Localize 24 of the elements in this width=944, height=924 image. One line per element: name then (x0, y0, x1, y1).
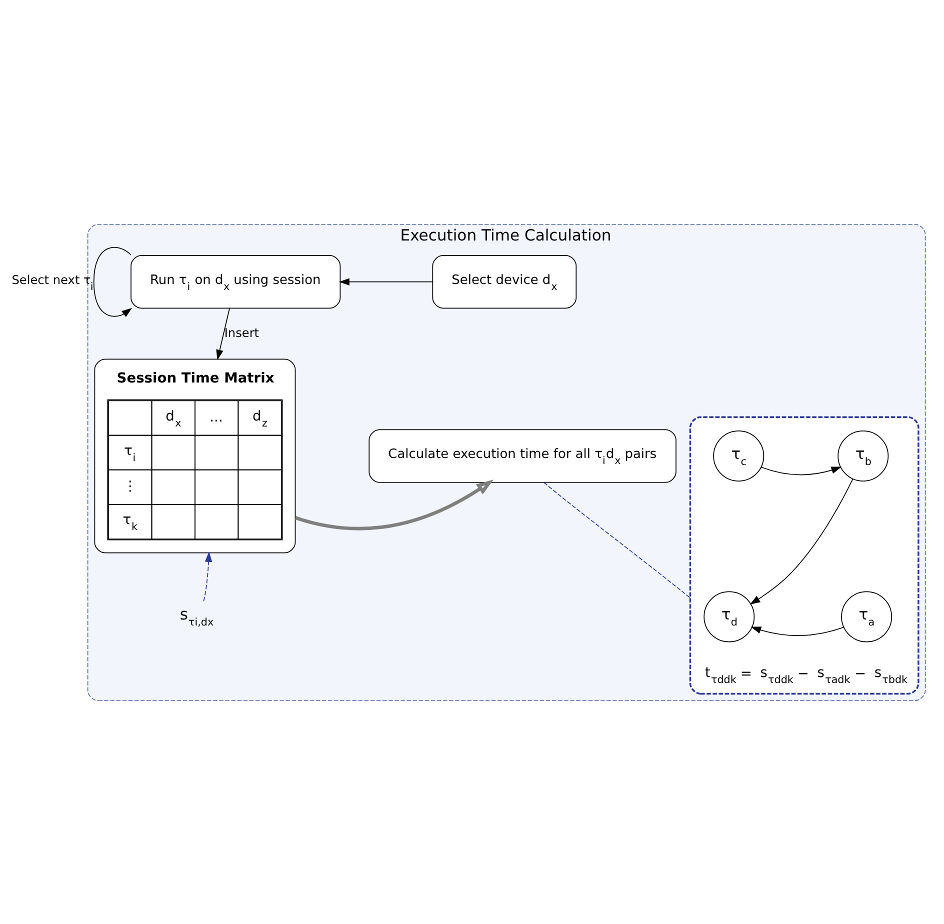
arrow (294, 479, 494, 530)
node-box: Calculate execution time for all τ$_{i}$d$_{x}$ pairs (368, 428, 676, 482)
node-circle: τ$_{b}$ (838, 430, 889, 482)
arrow (216, 308, 230, 360)
arrow (750, 478, 854, 604)
arrow (760, 466, 842, 475)
arrow (750, 626, 844, 636)
arrow (203, 551, 212, 602)
label: d$_{z}$ (252, 408, 268, 429)
arrow (339, 278, 434, 285)
label: τ$_{k}$ (122, 512, 138, 533)
node-circle: τ$_{c}$ (713, 430, 764, 482)
connector (543, 482, 691, 598)
node-circle: τ$_{a}$ (841, 590, 892, 642)
node-circle: τ$_{d}$ (704, 590, 755, 642)
node-box: Select device d$_{x}$ (432, 254, 577, 308)
node-text: s$_{τi,dx}$ (180, 605, 214, 628)
label: ⋮ (123, 478, 138, 494)
label: τ$_{i}$ (124, 442, 136, 464)
arrow (93, 246, 132, 316)
edge-label: Insert (224, 325, 260, 340)
label: ... (210, 408, 223, 425)
node-box: Run τ$_{i}$ on d$_{x}$ using session (130, 254, 341, 308)
label: d$_{x}$ (166, 408, 182, 429)
